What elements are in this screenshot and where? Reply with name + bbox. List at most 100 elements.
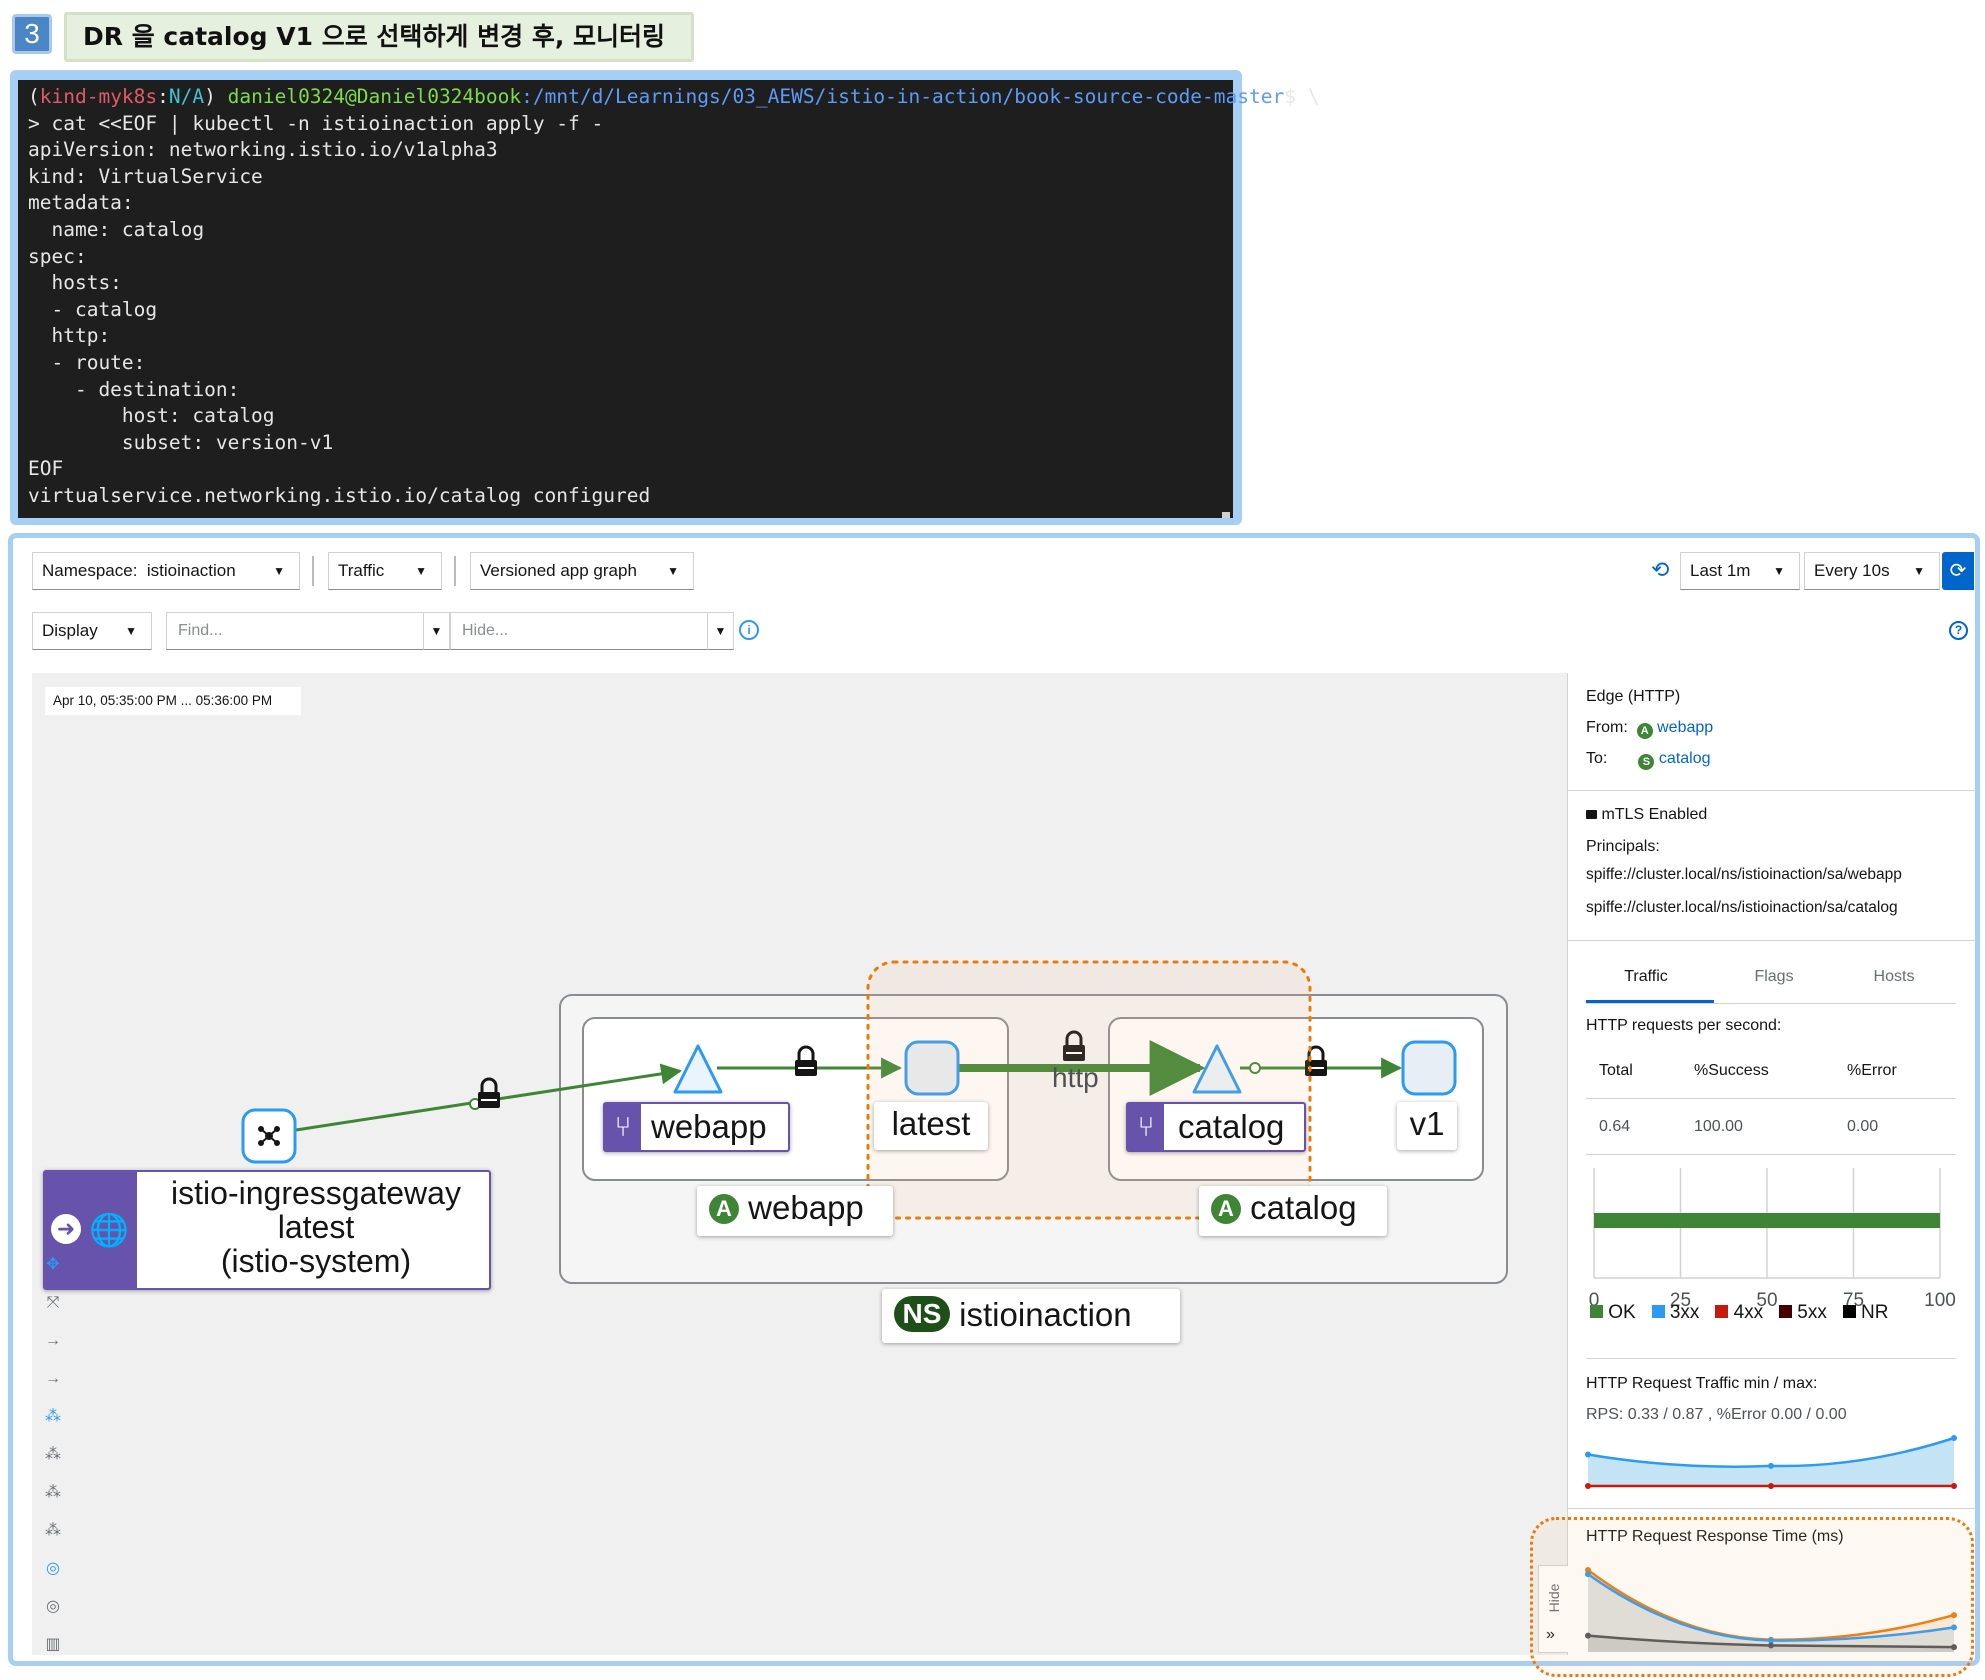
catalog-workload-label[interactable]: ⑂ catalog xyxy=(1126,1102,1306,1152)
chevron-down-icon: ▼ xyxy=(273,564,285,578)
terminal-line: hosts: xyxy=(28,271,122,295)
find-help-info-icon[interactable]: i xyxy=(739,620,759,640)
legend-swatch xyxy=(1590,1305,1603,1318)
find-history-toggle[interactable]: ▼ xyxy=(424,612,450,650)
graph-type-select[interactable]: Versioned app graph ▼ xyxy=(470,552,694,590)
layout-2-icon[interactable]: ⁂ xyxy=(45,1484,61,1501)
traffic-select[interactable]: Traffic ▼ xyxy=(328,552,442,590)
terminal-prompt-line: (kind-myk8s:N/A) daniel0324@Daniel0324bo… xyxy=(28,85,1320,108)
traffic-sparkline xyxy=(1585,1435,1957,1489)
app-badge: A xyxy=(1211,1194,1241,1224)
refresh-interval-select[interactable]: Every 10s ▼ xyxy=(1804,552,1940,590)
replay-icon[interactable]: ⟲ xyxy=(1651,557,1670,582)
namespace-box-label[interactable]: NS istioinaction xyxy=(882,1289,1180,1343)
legend-item-3xx: 3xx xyxy=(1651,1302,1699,1323)
rps-area xyxy=(1588,1438,1954,1486)
graph-help-icon[interactable]: ? xyxy=(1949,621,1968,640)
namespace-layout-icon[interactable]: ◎ xyxy=(46,1560,60,1577)
branch-icon: ⑂ xyxy=(605,1104,641,1150)
display-select[interactable]: Display ▼ xyxy=(32,612,152,650)
webapp-workload-label[interactable]: ⑂ webapp xyxy=(603,1102,790,1152)
tab-flags[interactable]: Flags xyxy=(1754,968,1794,985)
refresh-button[interactable]: ⟳ xyxy=(1942,552,1974,590)
legend-item-nr: NR xyxy=(1842,1302,1888,1323)
rps-point xyxy=(1951,1435,1957,1441)
terminal-line: - destination: xyxy=(28,377,240,401)
tick-label: 25 xyxy=(1670,1290,1691,1311)
response-point xyxy=(1951,1644,1957,1651)
table-value-success: 100.00 xyxy=(1694,1118,1743,1135)
rps-legend: OK 3xx 4xx 5xx NR xyxy=(1590,1302,1888,1324)
rps-point xyxy=(1585,1451,1591,1458)
terminal-line: spec: xyxy=(28,244,87,268)
layout-3-icon[interactable]: ⁂ xyxy=(45,1522,61,1539)
zoom-out-icon[interactable]: → xyxy=(45,1370,61,1387)
legend-swatch xyxy=(1651,1305,1665,1318)
hide-history-toggle[interactable]: ▼ xyxy=(708,612,734,650)
terminal-line: - route: xyxy=(28,350,146,374)
response-point xyxy=(1585,1632,1591,1639)
response-area-1 xyxy=(1588,1574,1954,1652)
find-input[interactable]: Find... xyxy=(166,612,424,650)
principal-destination: spiffe://cluster.local/ns/istioinaction/… xyxy=(1586,899,1898,916)
globe-icon: 🌐 xyxy=(89,1212,129,1248)
layout-1-icon[interactable]: ⁂ xyxy=(45,1446,61,1463)
lock-icon xyxy=(1586,810,1597,819)
prompt-user: daniel0324@Daniel0324book xyxy=(227,85,522,108)
chevron-down-icon: ▼ xyxy=(1913,564,1925,578)
pan-icon[interactable]: ✥ xyxy=(46,1256,60,1273)
error-point xyxy=(1585,1483,1591,1489)
webapp-latest-node xyxy=(904,1040,960,1096)
hide-input[interactable]: Hide... xyxy=(450,612,708,650)
catalog-version-label[interactable]: v1 xyxy=(1397,1102,1457,1150)
table-value-total: 0.64 xyxy=(1599,1118,1631,1135)
response-point xyxy=(1768,1642,1774,1649)
tab-traffic[interactable]: Traffic xyxy=(1624,968,1668,985)
response-point xyxy=(1768,1637,1774,1644)
toolbar-divider xyxy=(454,556,456,586)
divider xyxy=(1586,1358,1956,1359)
namespace-select[interactable]: Namespace: istioinaction ▼ xyxy=(32,552,300,590)
ingress-namespace: (istio-system) xyxy=(220,1243,412,1279)
graph-time-range: Apr 10, 05:35:00 PM ... 05:36:00 PM xyxy=(45,687,301,715)
traffic-minmax-stats: RPS: 0.33 / 0.87 , %Error 0.00 / 0.00 xyxy=(1586,1406,1847,1423)
to-catalog-link[interactable]: catalog xyxy=(1658,750,1711,767)
zoom-in-icon[interactable]: → xyxy=(45,1332,61,1349)
catalog-app-box-label[interactable]: A catalog xyxy=(1199,1186,1387,1236)
principal-source: spiffe://cluster.local/ns/istioinaction/… xyxy=(1586,866,1902,883)
refresh-icon: ⟳ xyxy=(1949,560,1967,582)
from-webapp-link[interactable]: webapp xyxy=(1657,719,1714,736)
topology-icon xyxy=(258,1126,280,1146)
tick-label: 100 xyxy=(1924,1290,1956,1311)
ingress-node-label[interactable]: ➜ 🌐 istio-ingressgateway latest (istio-s… xyxy=(43,1170,491,1290)
error-point xyxy=(1768,1483,1774,1489)
tab-hosts[interactable]: Hosts xyxy=(1873,968,1915,985)
terminal-line: virtualservice.networking.istio.io/catal… xyxy=(28,483,651,507)
edge-to-row: To: S catalog xyxy=(1586,750,1711,770)
terminal-window[interactable]: (kind-myk8s:N/A) daniel0324@Daniel0324bo… xyxy=(18,80,1320,518)
terminal-scrollbar[interactable] xyxy=(1222,512,1230,518)
duration-select[interactable]: Last 1m ▼ xyxy=(1680,552,1800,590)
legend-icon[interactable]: ▥ xyxy=(45,1636,61,1653)
lock-icon xyxy=(1305,1045,1327,1076)
layout-default-icon[interactable]: ⁂ xyxy=(45,1408,61,1425)
arrow-right-circle-icon: ➜ xyxy=(51,1214,81,1244)
table-header-error: %Error xyxy=(1847,1062,1897,1079)
app-badge: A xyxy=(709,1194,739,1224)
divider xyxy=(1567,1508,1975,1509)
fit-to-screen-icon[interactable]: ⤧ xyxy=(46,1294,60,1311)
webapp-version-label[interactable]: latest xyxy=(874,1102,988,1150)
service-badge: S xyxy=(1638,754,1655,770)
terminal-line: host: catalog xyxy=(28,404,275,428)
namespace-layout-2-icon[interactable]: ◎ xyxy=(46,1598,60,1615)
tabs-underline xyxy=(1586,1003,1956,1004)
highlight-box xyxy=(866,960,1312,1220)
prompt-namespace: N/A xyxy=(168,85,205,108)
ingress-name: istio-ingressgateway xyxy=(171,1175,461,1211)
chevron-down-icon: ▼ xyxy=(415,564,427,578)
webapp-app-box-label[interactable]: A webapp xyxy=(697,1186,893,1236)
response-area-2 xyxy=(1588,1635,1954,1652)
lock-icon xyxy=(478,1077,500,1108)
response-point xyxy=(1585,1567,1591,1573)
response-area-0 xyxy=(1588,1570,1954,1652)
